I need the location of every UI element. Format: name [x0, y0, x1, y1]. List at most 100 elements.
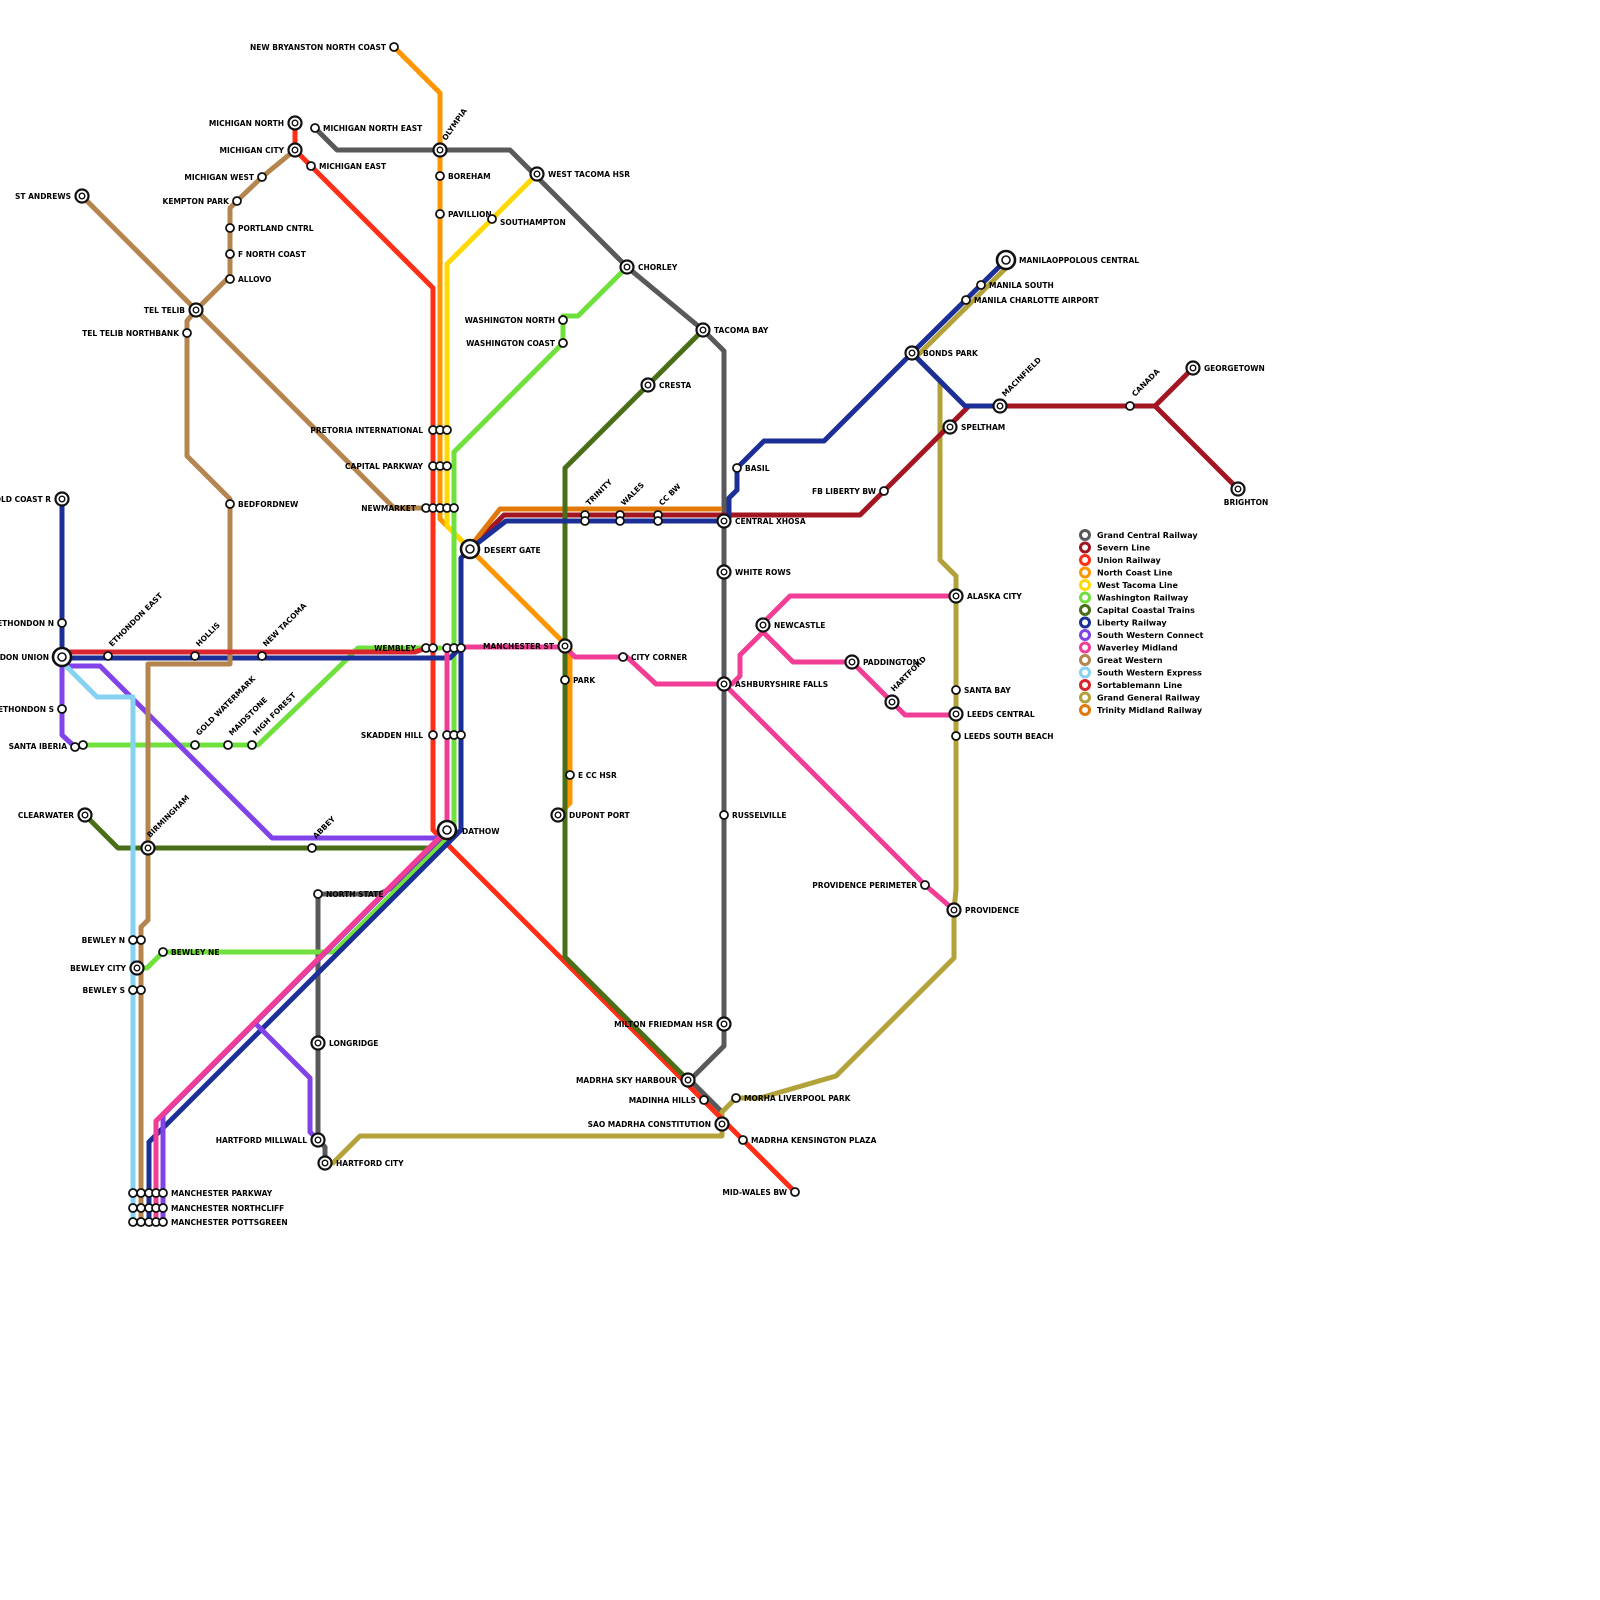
station-f-north-coast[interactable]: F NORTH COAST: [225, 249, 307, 259]
station-santa-iberia[interactable]: SANTA IBERIA: [9, 740, 88, 752]
station-central-xhosa[interactable]: CENTRAL XHOSA: [716, 513, 806, 529]
station-bewley-city[interactable]: BEWLEY CITY: [70, 960, 145, 976]
station-manchester-parkway[interactable]: MANCHESTER PARKWAY: [128, 1188, 273, 1198]
legend-label: North Coast Line: [1097, 569, 1173, 578]
station-basil[interactable]: BASIL: [732, 463, 770, 473]
station-wales[interactable]: WALES: [615, 481, 646, 526]
legend-item-south-western-connect[interactable]: South Western Connect: [1079, 629, 1204, 641]
station-trinity[interactable]: TRINITY: [580, 477, 614, 526]
legend-item-west-tacoma-line[interactable]: West Tacoma Line: [1079, 579, 1179, 591]
station-ethondon-union[interactable]: ETHONDON UNION: [0, 646, 73, 668]
station-cresta[interactable]: CRESTA: [640, 377, 692, 393]
station-santa-bay[interactable]: SANTA BAY: [951, 685, 1011, 695]
station-bewley-ne[interactable]: BEWLEY NE: [158, 947, 219, 957]
station-pavillion[interactable]: PAVILLION: [435, 209, 492, 219]
station-ashburyshire-falls[interactable]: ASHBURYSHIRE FALLS: [716, 676, 829, 692]
station-gold-coast-r[interactable]: GOLD COAST R: [0, 491, 70, 507]
station-boreham[interactable]: BOREHAM: [435, 171, 491, 181]
station-pretoria-international[interactable]: PRETORIA INTERNATIONAL: [310, 425, 452, 435]
station-ethondon-n[interactable]: ETHONDON N: [0, 618, 67, 628]
station-white-rows[interactable]: WHITE ROWS: [716, 564, 792, 580]
station-michigan-north-east[interactable]: MICHIGAN NORTH EAST: [310, 123, 423, 133]
legend-item-severn-line[interactable]: Severn Line: [1079, 541, 1151, 554]
station-tel-telib-northbank[interactable]: TEL TELIB NORTHBANK: [82, 328, 192, 338]
station-speltham[interactable]: SPELTHAM: [942, 419, 1006, 435]
legend-item-capital-coastal-trains[interactable]: Capital Coastal Trains: [1079, 604, 1196, 616]
station-tacoma-bay[interactable]: TACOMA BAY: [695, 322, 769, 338]
station-madrha-kensington-plaza[interactable]: MADRHA KENSINGTON PLAZA: [738, 1135, 877, 1145]
legend-item-liberty-railway[interactable]: Liberty Railway: [1079, 616, 1168, 629]
station-madrha-sky-harbour[interactable]: MADRHA SKY HARBOUR: [576, 1072, 696, 1088]
legend-item-north-coast-line[interactable]: North Coast Line: [1079, 566, 1174, 579]
station-bewley-n[interactable]: BEWLEY N: [82, 935, 146, 945]
station-providence[interactable]: PROVIDENCE: [946, 902, 1020, 918]
station-washington-coast[interactable]: WASHINGTON COAST: [466, 338, 568, 348]
station-kempton-park[interactable]: KEMPTON PARK: [163, 196, 242, 206]
station-michigan-north[interactable]: MICHIGAN NORTH: [209, 115, 303, 131]
station-portland-cntrl[interactable]: PORTLAND CNTRL: [225, 223, 314, 233]
station-park[interactable]: PARK: [560, 675, 596, 685]
station-mid-wales-bw[interactable]: MID-WALES BW: [722, 1187, 800, 1197]
station-providence-perimeter[interactable]: PROVIDENCE PERIMETER: [812, 880, 930, 890]
station-west-tacoma-hsr[interactable]: WEST TACOMA HSR: [529, 166, 631, 182]
station-sao-madrha-constitution[interactable]: SAO MADRHA CONSTITUTION: [588, 1116, 730, 1132]
station-alaska-city[interactable]: ALASKA CITY: [948, 588, 1023, 604]
legend-item-trinity-midland-railway[interactable]: Trinity Midland Railway: [1079, 704, 1203, 716]
station-michigan-west[interactable]: MICHIGAN WEST: [184, 172, 267, 182]
legend-item-great-western[interactable]: Great Western: [1079, 654, 1163, 666]
station-bonds-park[interactable]: BONDS PARK: [904, 345, 979, 361]
station-st-andrews[interactable]: ST ANDREWS: [15, 188, 90, 204]
station-bewley-s[interactable]: BEWLEY S: [83, 985, 146, 995]
station-manchester-northcliff[interactable]: MANCHESTER NORTHCLIFF: [128, 1203, 284, 1213]
station-leeds-central[interactable]: LEEDS CENTRAL: [948, 706, 1035, 722]
station-southampton[interactable]: SOUTHAMPTON: [487, 214, 566, 227]
legend-item-grand-central-railway[interactable]: Grand Central Railway: [1079, 529, 1199, 541]
station-longridge[interactable]: LONGRIDGE: [310, 1035, 379, 1051]
station-clearwater[interactable]: CLEARWATER: [18, 807, 93, 823]
station-leeds-south-beach[interactable]: LEEDS SOUTH BEACH: [951, 731, 1054, 741]
station-hartford-city[interactable]: HARTFORD CITY: [317, 1155, 405, 1171]
station-paddington[interactable]: PADDINGTON: [844, 654, 919, 670]
station-morha-liverpool-park[interactable]: MORHA LIVERPOOL PARK: [731, 1093, 852, 1103]
station-e-cc-hsr[interactable]: E CC HSR: [565, 770, 617, 780]
station-newmarket[interactable]: NEWMARKET: [361, 503, 459, 513]
station-new-bryanston-north-coast[interactable]: NEW BRYANSTON NORTH COAST: [250, 42, 399, 52]
station-russelville[interactable]: RUSSELVILLE: [719, 810, 786, 820]
station-allovo[interactable]: ALLOVO: [225, 274, 271, 284]
station-dathow[interactable]: DATHOW: [436, 819, 500, 841]
station-manchester-pottsgreen[interactable]: MANCHESTER POTTSGREEN: [128, 1217, 288, 1227]
station-manchester-st[interactable]: MANCHESTER ST: [483, 638, 573, 654]
legend-item-sortablemann-line[interactable]: Sortablemann Line: [1079, 679, 1183, 691]
station-newcastle[interactable]: NEWCASTLE: [755, 617, 826, 633]
legend-item-washington-railway[interactable]: Washington Railway: [1079, 591, 1189, 604]
station-fb-liberty-bw[interactable]: FB LIBERTY BW: [812, 486, 889, 496]
station-wembley[interactable]: WEMBLEY: [374, 643, 466, 653]
legend-item-waverley-midland[interactable]: Waverley Midland: [1079, 641, 1178, 654]
station-high-forest[interactable]: HIGH FOREST: [247, 690, 298, 750]
station-georgetown[interactable]: GEORGETOWN: [1185, 360, 1265, 376]
station-bedfordnew[interactable]: BEDFORDNEW: [225, 499, 299, 509]
station-dupont-port[interactable]: DUPONT PORT: [550, 807, 631, 823]
station-manila-south[interactable]: MANILA SOUTH: [976, 280, 1054, 290]
station-city-corner[interactable]: CITY CORNER: [618, 652, 688, 662]
station-north-state[interactable]: NORTH STATE: [313, 889, 384, 899]
station-tel-telib[interactable]: TEL TELIB: [144, 302, 204, 318]
station-skadden-hill[interactable]: SKADDEN HILL: [361, 730, 466, 740]
station-desert-gate[interactable]: DESERT GATE: [459, 538, 541, 560]
station-cc-bw[interactable]: CC BW: [653, 481, 683, 526]
station-michigan-east[interactable]: MICHIGAN EAST: [306, 161, 387, 171]
station-manilaoppolous-central[interactable]: MANILAOPPOLOUS CENTRAL: [995, 249, 1139, 271]
station-washington-north[interactable]: WASHINGTON NORTH: [465, 315, 568, 325]
station-manila-charlotte-airport[interactable]: MANILA CHARLOTTE AIRPORT: [961, 295, 1100, 305]
station-milton-friedman-hsr[interactable]: MILTON FRIEDMAN HSR: [614, 1016, 732, 1032]
station-brighton[interactable]: BRIGHTON: [1224, 481, 1268, 508]
legend-item-south-western-express[interactable]: South Western Express: [1079, 666, 1203, 679]
station-capital-parkway[interactable]: CAPITAL PARKWAY: [345, 461, 452, 471]
station-chorley[interactable]: CHORLEY: [619, 259, 678, 275]
station-hartford-millwall[interactable]: HARTFORD MILLWALL: [216, 1132, 326, 1148]
legend-item-grand-general-railway[interactable]: Grand General Railway: [1079, 691, 1201, 704]
station-michigan-city[interactable]: MICHIGAN CITY: [219, 142, 303, 158]
station-madinha-hills[interactable]: MADINHA HILLS: [629, 1095, 709, 1105]
station-ethondon-s[interactable]: ETHONDON S: [0, 704, 67, 714]
legend-item-union-railway[interactable]: Union Railway: [1079, 554, 1162, 566]
